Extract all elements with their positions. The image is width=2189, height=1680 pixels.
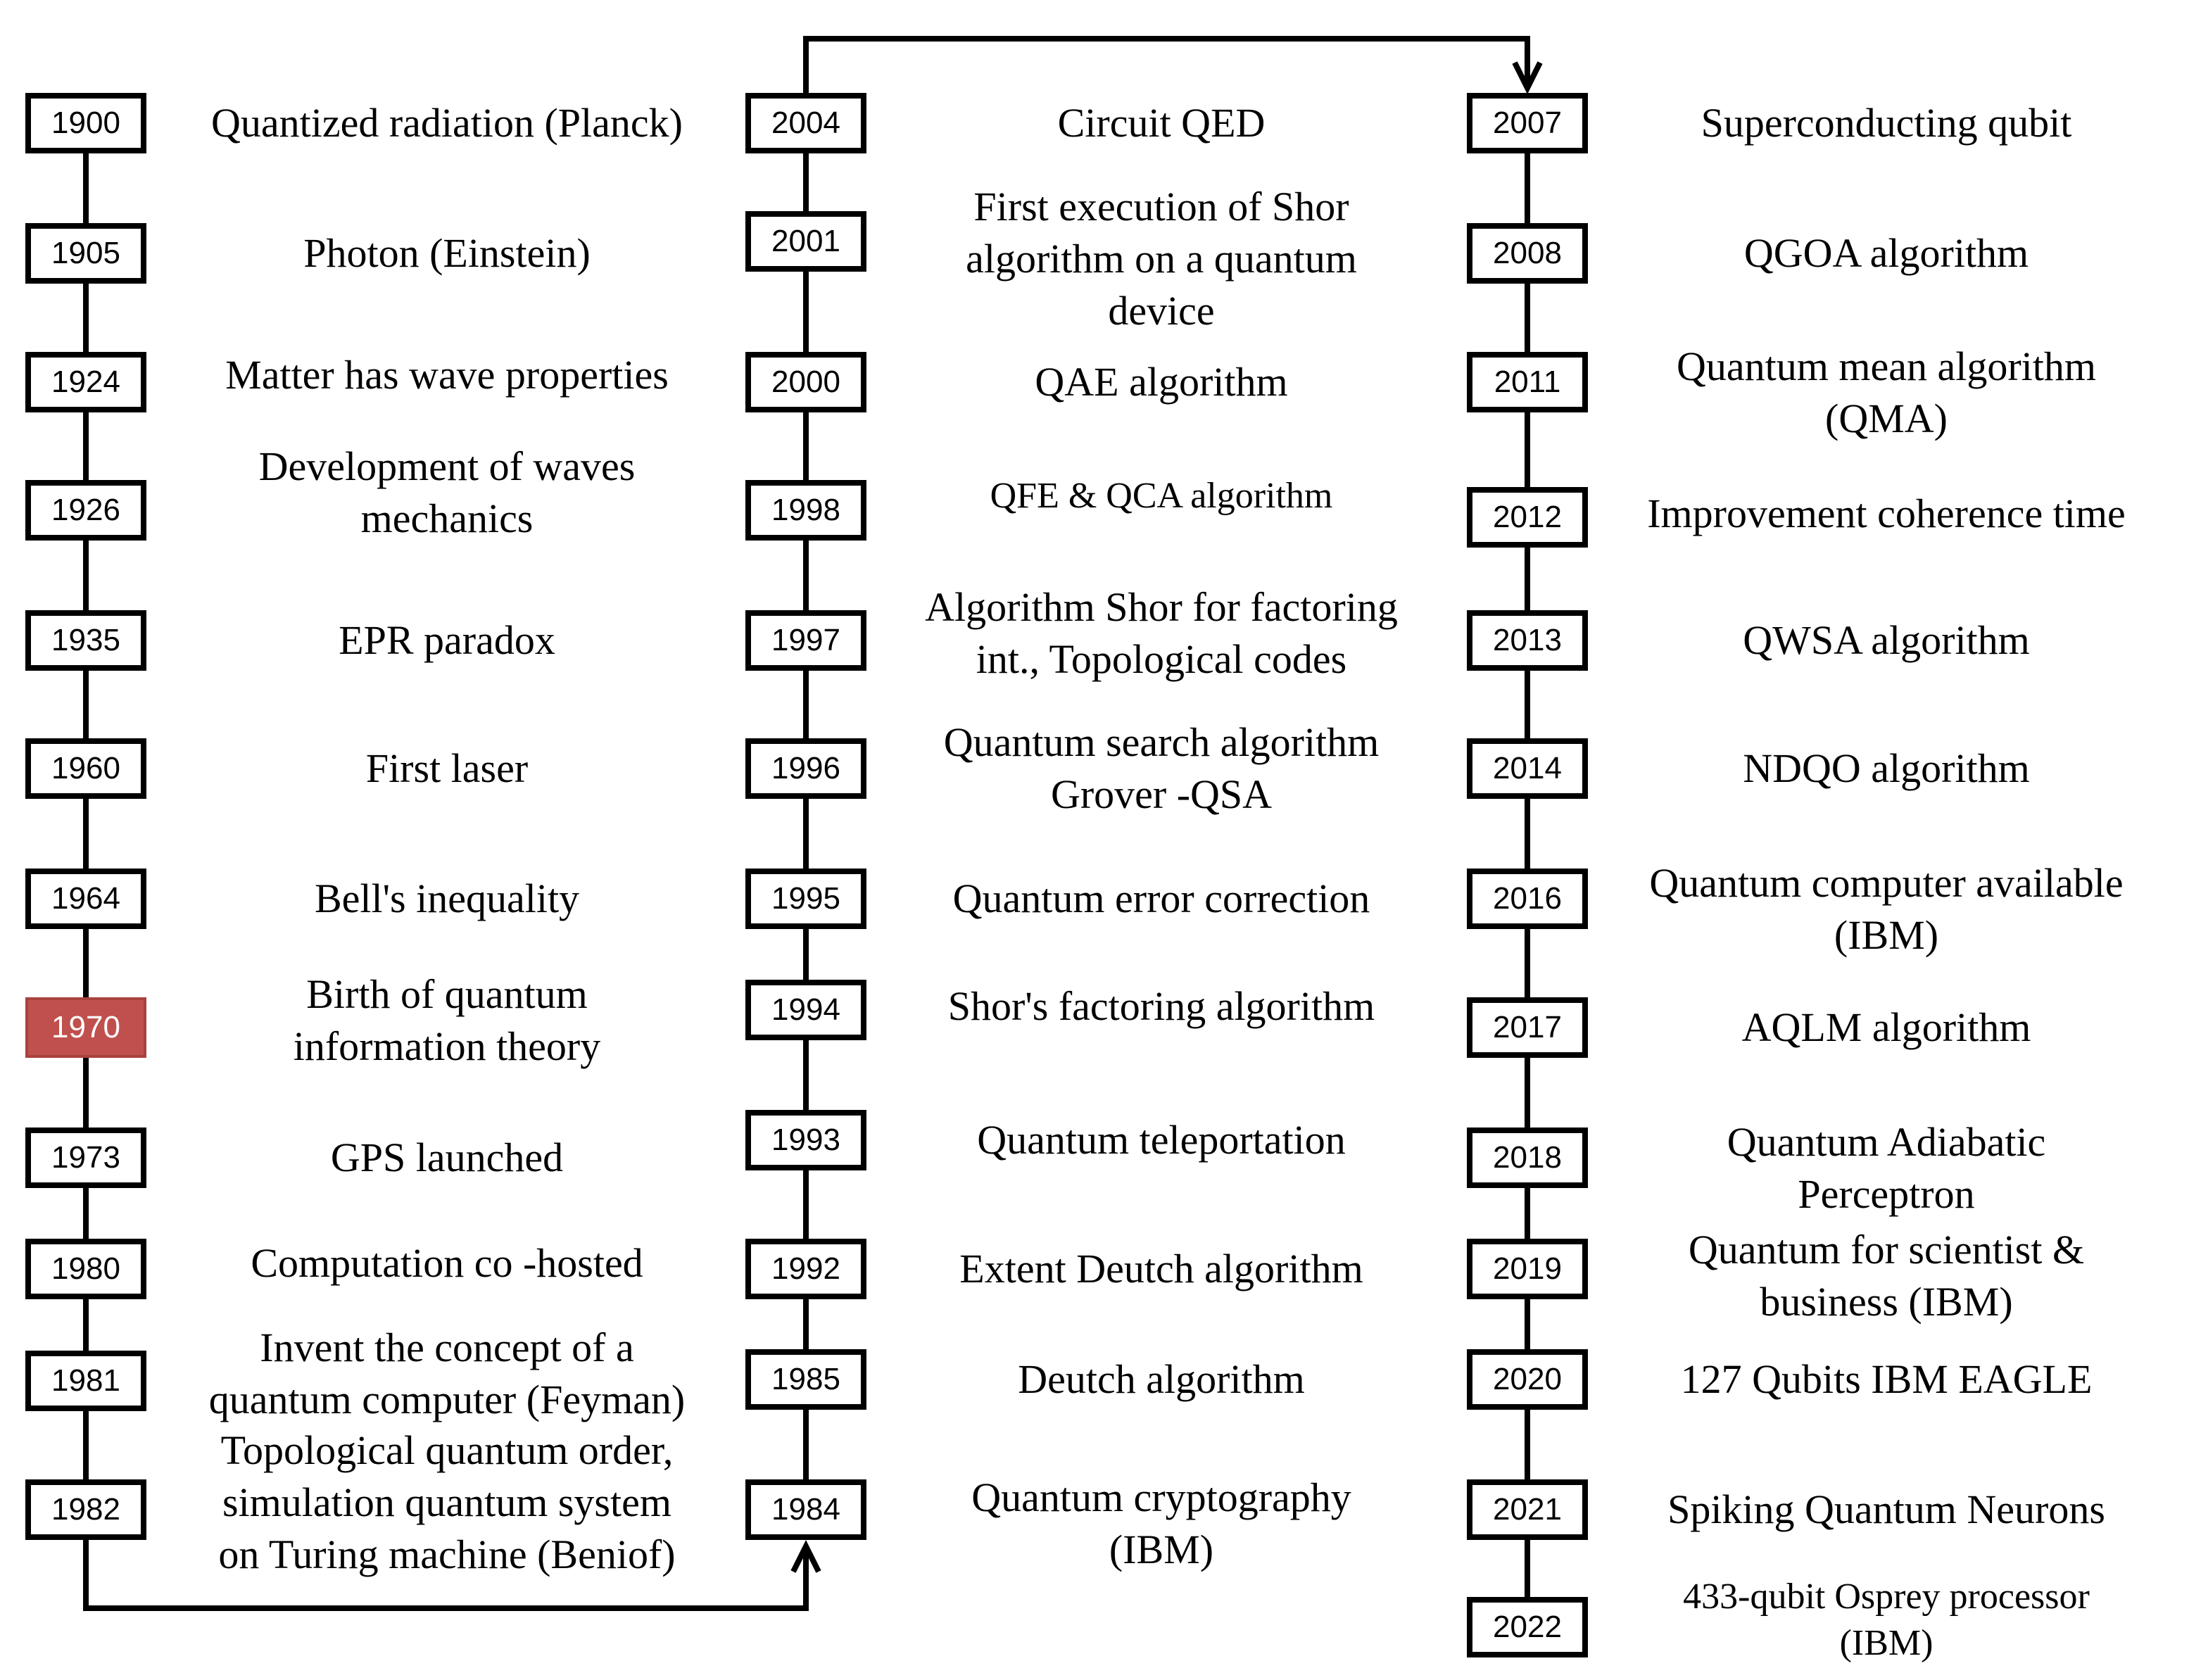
year-box: 2019 bbox=[1467, 1239, 1588, 1299]
event-label: Deutch algorithm bbox=[1018, 1356, 1305, 1402]
year-box: 1992 bbox=[745, 1239, 866, 1299]
year-box: 2018 bbox=[1467, 1128, 1588, 1188]
year-box: 2001 bbox=[745, 211, 866, 272]
connector-arrow-top bbox=[803, 36, 1530, 93]
year-box: 2014 bbox=[1467, 738, 1588, 799]
event-label: Quantum mean algorithm (QMA) bbox=[1677, 343, 2096, 441]
year-box: 2007 bbox=[1467, 93, 1588, 153]
year-box: 1995 bbox=[745, 869, 866, 929]
event-label: Computation co -hosted bbox=[251, 1240, 643, 1286]
event-label: Development of waves mechanics bbox=[258, 443, 636, 541]
event-label: Quantum error correction bbox=[952, 876, 1370, 921]
year-box: 1998 bbox=[745, 480, 866, 541]
event-label: Shor's factoring algorithm bbox=[947, 983, 1375, 1029]
event-label: QAE algorithm bbox=[1035, 359, 1288, 405]
year-box: 1900 bbox=[25, 93, 146, 153]
event-label: 127 Qubits IBM EAGLE bbox=[1680, 1356, 2093, 1402]
year-box: 1964 bbox=[25, 869, 146, 929]
event-label: EPR paradox bbox=[339, 617, 555, 663]
year-box: 1996 bbox=[745, 738, 866, 799]
event-label: Bell's inequality bbox=[314, 876, 580, 921]
year-box: 1980 bbox=[25, 1239, 146, 1299]
year-box: 1973 bbox=[25, 1128, 146, 1188]
arrowhead-down bbox=[1512, 61, 1543, 94]
year-box: 1970 bbox=[25, 997, 146, 1058]
event-label: First execution of Shor algorithm on a q… bbox=[966, 184, 1357, 334]
year-box: 2013 bbox=[1467, 610, 1588, 671]
event-label: Spiking Quantum Neurons bbox=[1667, 1486, 2105, 1532]
event-label: GPS launched bbox=[330, 1135, 564, 1180]
year-box: 1997 bbox=[745, 610, 866, 671]
year-box: 1993 bbox=[745, 1110, 866, 1170]
arrowhead-up bbox=[790, 1540, 821, 1573]
event-label: Algorithm Shor for factoring int., Topol… bbox=[925, 584, 1398, 682]
event-label: Improvement coherence time bbox=[1647, 491, 2126, 536]
year-box: 1935 bbox=[25, 610, 146, 671]
event-label: Invent the concept of a quantum computer… bbox=[208, 1325, 686, 1422]
event-label: 433-qubit Osprey processor (IBM) bbox=[1683, 1577, 2090, 1663]
year-box: 1960 bbox=[25, 738, 146, 799]
year-box: 2017 bbox=[1467, 997, 1588, 1058]
year-box: 2012 bbox=[1467, 487, 1588, 548]
year-box: 1981 bbox=[25, 1351, 146, 1411]
event-label: Extent Deutch algorithm bbox=[959, 1246, 1363, 1291]
event-label: Quantum search algorithm Grover -QSA bbox=[943, 719, 1380, 817]
event-label: NDQO algorithm bbox=[1743, 745, 2030, 791]
event-label: Quantum for scientist & business (IBM) bbox=[1688, 1227, 2085, 1325]
event-label: First laser bbox=[365, 745, 529, 791]
year-box: 2021 bbox=[1467, 1479, 1588, 1540]
event-label: AQLM algorithm bbox=[1741, 1004, 2031, 1050]
year-box: 2020 bbox=[1467, 1349, 1588, 1410]
year-box: 2016 bbox=[1467, 869, 1588, 929]
event-label: Quantum teleportation bbox=[977, 1117, 1346, 1163]
event-label: Quantum Adiabatic Perceptron bbox=[1727, 1119, 2046, 1217]
event-label: Birth of quantum information theory bbox=[293, 971, 601, 1069]
year-box: 2011 bbox=[1467, 352, 1588, 412]
event-label: QFE & QCA algorithm bbox=[990, 476, 1333, 516]
year-box: 1905 bbox=[25, 223, 146, 284]
year-box: 1982 bbox=[25, 1479, 146, 1540]
event-label: QGOA algorithm bbox=[1743, 230, 2029, 276]
event-label: Quantized radiation (Planck) bbox=[211, 100, 683, 146]
year-box: 1994 bbox=[745, 980, 866, 1040]
event-label: Topological quantum order, simulation qu… bbox=[218, 1427, 676, 1577]
year-box: 1985 bbox=[745, 1349, 866, 1410]
event-label: QWSA algorithm bbox=[1743, 617, 2030, 663]
event-label: Quantum computer available (IBM) bbox=[1649, 860, 2124, 958]
event-label: Photon (Einstein) bbox=[303, 230, 591, 276]
year-box: 1924 bbox=[25, 352, 146, 412]
year-box: 1926 bbox=[25, 480, 146, 541]
year-box: 2004 bbox=[745, 93, 866, 153]
connector-arrow-bottom bbox=[83, 1540, 809, 1611]
event-label: Matter has wave properties bbox=[225, 352, 669, 398]
event-label: Circuit QED bbox=[1057, 100, 1266, 146]
year-box: 2008 bbox=[1467, 223, 1588, 284]
event-label: Quantum cryptography (IBM) bbox=[971, 1474, 1351, 1572]
year-box: 2000 bbox=[745, 352, 866, 412]
event-label: Superconducting qubit bbox=[1701, 100, 2072, 146]
year-box: 2022 bbox=[1467, 1597, 1588, 1657]
year-box: 1984 bbox=[745, 1479, 866, 1540]
